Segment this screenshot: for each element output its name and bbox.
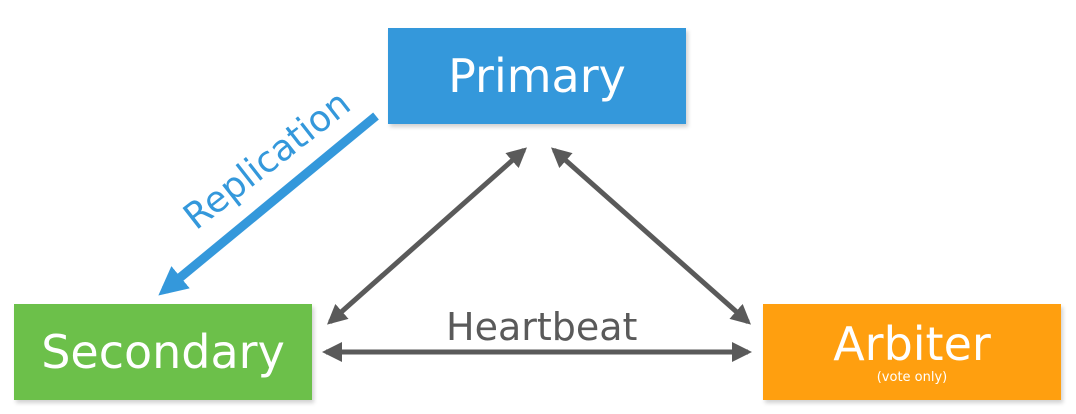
secondary-node-label: Secondary: [41, 325, 285, 379]
arbiter-node: Arbiter (vote only): [763, 304, 1061, 400]
secondary-node: Secondary: [14, 304, 312, 400]
arbiter-node-label: Arbiter: [833, 316, 991, 371]
heartbeat-label: Heartbeat: [446, 305, 638, 349]
heartbeat-arrow-primary-secondary: [327, 147, 527, 325]
arbiter-node-sublabel: (vote only): [876, 369, 948, 385]
primary-node: Primary: [388, 28, 686, 124]
primary-node-label: Primary: [448, 49, 626, 103]
heartbeat-arrow-primary-arbiter: [551, 147, 751, 325]
replication-arrow: [158, 112, 379, 296]
